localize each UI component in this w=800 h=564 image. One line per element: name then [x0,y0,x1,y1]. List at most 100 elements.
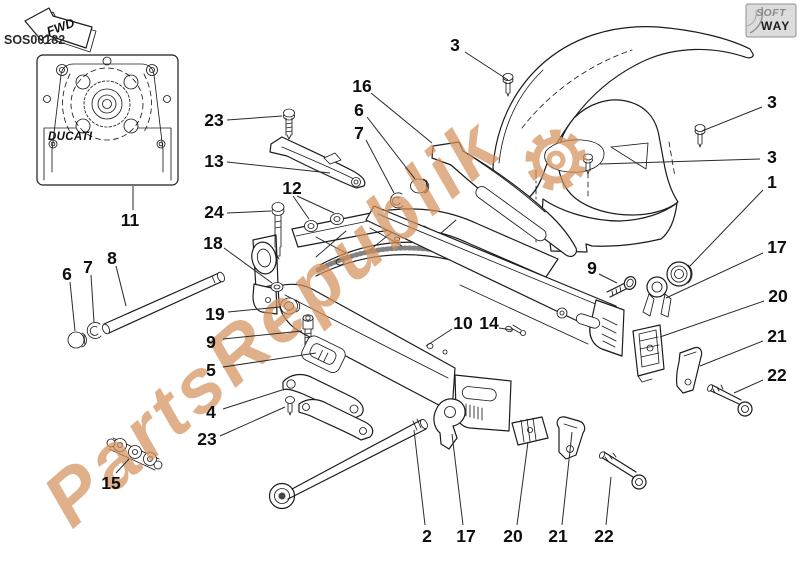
callout-6: 6 [62,264,72,284]
leader-line-3 [599,158,761,165]
sprocket-teeth [83,80,131,128]
leader-line-6 [69,281,76,332]
callout-17: 17 [456,526,475,546]
bracket-hole [302,403,310,411]
leader-line-7 [365,139,395,194]
callout-3: 3 [767,147,777,167]
leader-line-12 [296,195,335,214]
leader-line-7 [90,274,95,323]
cover-bolt [102,56,112,66]
pivot-bore [256,248,272,268]
leader-line-23 [219,406,286,437]
softway-bottom-text: WAY [761,19,790,33]
callout-4: 4 [206,402,216,422]
tensioner-body [511,416,549,446]
tensioner-grooves [520,417,537,443]
bolt-socket [305,315,311,321]
screw-shaft [505,81,511,97]
thumbnail-frame [36,54,179,186]
callout-13: 13 [204,151,224,171]
softway-swoosh2-icon [746,9,757,27]
chain-guard-slot [475,186,547,242]
wheel-axle-2 [268,418,428,510]
callout-20: 20 [503,526,523,546]
leader-line-3 [701,106,763,132]
screw-9-right [606,276,637,298]
chain-arc-right [143,73,152,133]
softway-logo-box [745,3,797,38]
callout-7: 7 [354,123,364,143]
chain-arc-left [62,73,71,133]
fender-blade [492,26,754,206]
bracket-hole [359,427,367,435]
tensioner-hole [527,427,533,433]
hook-body [676,346,703,394]
hook-body [433,398,466,450]
tensioner-hole [646,344,654,352]
hook-line [683,351,697,357]
hook-17-right [642,276,672,318]
washer-hole [333,216,341,222]
cover-bolt [50,141,56,147]
callout-3: 3 [450,35,460,55]
chain-guard-16 [431,141,577,258]
leader-line-24 [226,210,272,214]
callout-17: 17 [767,237,786,257]
leader-line-14 [498,327,513,331]
callout-23: 23 [204,110,224,130]
gear-rim [532,136,580,184]
sprocket-thumbnail: DUCATI [36,54,179,186]
washer [330,213,344,225]
bracket-lower [298,398,374,441]
screw-thread [611,286,622,297]
leader-line-5 [222,352,317,368]
sprocket-center [102,99,112,109]
gear-hub [546,150,566,170]
callout-7: 7 [83,257,93,277]
chain-ring-dashed [70,67,144,141]
screw-shaft [287,402,293,416]
ring-outer [390,192,404,209]
fender-blade-innerline [498,69,544,164]
fender-styling-dash [521,49,633,129]
slider-line [281,146,357,181]
pad-marks [317,350,329,363]
washer-hole [307,223,315,229]
screw-3-right [694,124,706,148]
nut-18 [270,282,284,292]
leader-line-21 [561,431,573,526]
cover-bolt [149,67,155,73]
leader-line-18 [223,247,273,284]
far-beam-lines [377,213,611,345]
leader-line-17 [665,252,764,299]
plug-step [81,332,87,348]
leader-line-9 [222,330,303,340]
washer [304,220,318,232]
axle-socket [278,492,286,500]
callout-14: 14 [479,313,499,333]
washers-12 [304,213,344,232]
chain-link-15 [106,437,163,471]
cover-bolt [158,141,164,147]
slider-hole [351,177,361,187]
callouts-layer: 3331172021221667231312241887619954231510… [62,35,788,546]
bracket-4 [282,373,374,441]
link-roller [128,445,142,459]
axle-thread [412,418,422,431]
near-axle-slot [461,386,497,402]
callout-12: 12 [282,178,302,198]
softway-logo: SOFT WAY [745,3,797,38]
leader-line-12 [292,195,310,220]
cover-bolt [146,64,158,76]
bolt-22-right [707,384,753,417]
drawing-code: SOS00182 [4,33,65,47]
bolt-head-top [302,314,314,322]
plug-face [67,331,85,349]
ring-inner [89,326,99,336]
screw-head-inner [626,278,634,288]
callout-24: 24 [204,202,224,222]
bushing-side [687,264,693,284]
pad-inner [309,343,337,365]
chain-guard-edge [462,150,546,213]
bolt-socket [635,478,643,486]
